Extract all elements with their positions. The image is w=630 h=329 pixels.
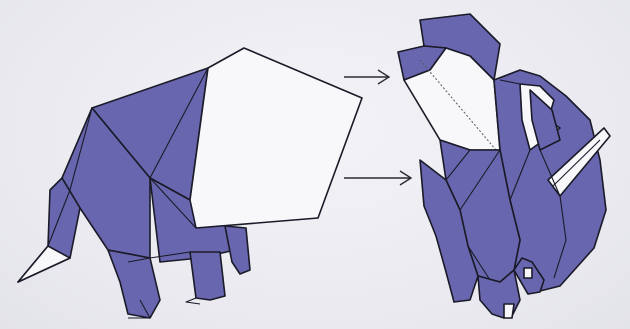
elephant-before [18,48,362,318]
arrow-upper [344,70,389,84]
foot-tip [504,304,514,318]
arrow-lower [344,171,411,185]
elephant-after [398,14,610,318]
elephant-rear-leg-1 [190,252,225,300]
elephant-ear-flap [190,48,362,228]
elephant-front-leg [108,250,160,318]
trunk-curl-tip [524,268,532,278]
